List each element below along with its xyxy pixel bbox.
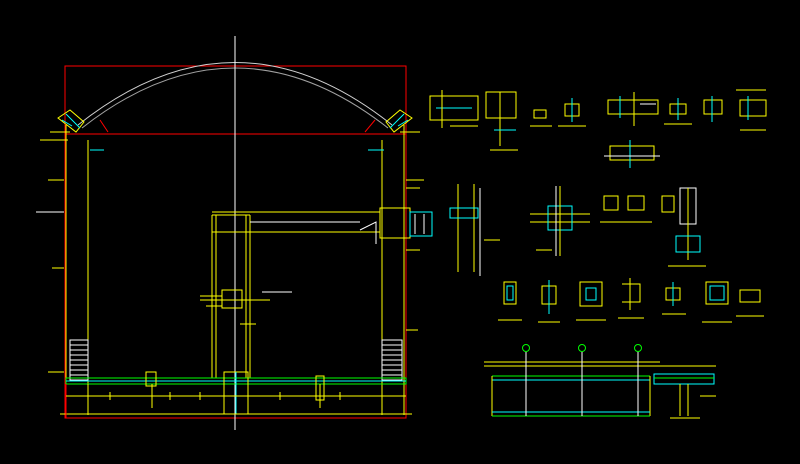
detail-12 (600, 195, 652, 223)
detail-7 (703, 96, 723, 122)
floor-slab (60, 371, 412, 418)
slab-end-detail (652, 365, 716, 419)
detail-10-vertical (449, 184, 500, 276)
right-roof-corner-detail (364, 109, 420, 151)
detail-16 (576, 281, 606, 321)
detail-11 (530, 186, 590, 256)
detail-13 (661, 187, 706, 267)
upper-horizontal-beam (212, 211, 380, 233)
beam-connection-detail (359, 207, 433, 244)
grid-bubble-2 (578, 344, 586, 352)
grid-bubble-1 (522, 344, 530, 352)
mid-column-connection (200, 289, 292, 325)
floor-slab-section (484, 344, 716, 419)
detail-8 (736, 89, 767, 131)
detail-19 (702, 281, 732, 323)
left-stair (69, 339, 89, 381)
detail-sheet-lower-row (498, 278, 764, 323)
detail-20 (736, 289, 764, 317)
detail-9 (604, 140, 660, 168)
left-wall-annotations (36, 139, 64, 373)
detail-3 (530, 109, 552, 127)
grid-bubble-3 (634, 344, 642, 352)
detail-sheet-mid-row (449, 184, 706, 276)
bottom-dimension-line (66, 392, 406, 400)
detail-4 (558, 98, 586, 127)
detail-17 (618, 278, 644, 319)
detail-14 (498, 281, 522, 321)
detail-18 (662, 282, 686, 315)
main-section-elevation (36, 36, 433, 430)
right-wall-annotations (406, 179, 424, 331)
detail-sheet-top-row (429, 89, 767, 168)
right-stair (381, 339, 403, 381)
detail-15 (538, 280, 560, 323)
detail-5 (607, 92, 659, 126)
detail-2 (485, 91, 518, 151)
detail-1 (429, 90, 479, 128)
detail-6 (664, 98, 692, 125)
